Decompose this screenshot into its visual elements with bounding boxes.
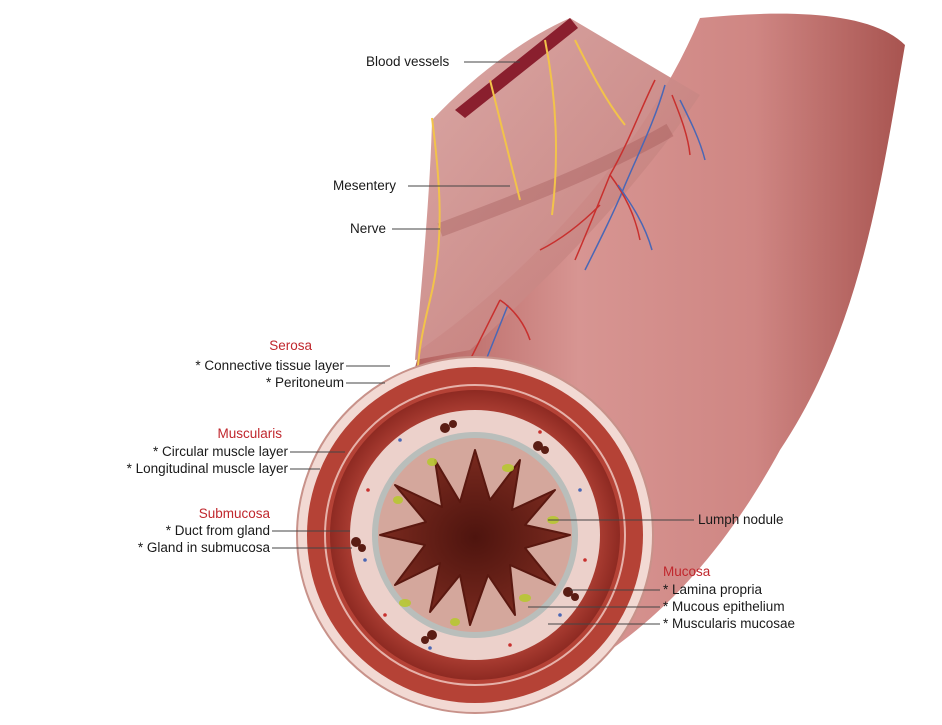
label-connective-tissue-layer: * Connective tissue layer (195, 358, 344, 373)
label-nerve: Nerve (350, 221, 386, 236)
label-lumph-nodule: Lumph nodule (698, 512, 784, 527)
label-gland-in-submucosa: * Gland in submucosa (138, 540, 271, 555)
label-mucous-epithelium: * Mucous epithelium (663, 599, 785, 614)
label-blood-vessels: Blood vessels (366, 54, 450, 69)
label-duct-from-gland: * Duct from gland (166, 523, 270, 538)
label-circular-muscle-layer: * Circular muscle layer (153, 444, 289, 459)
label-longitudinal-muscle-layer: * Longitudinal muscle layer (127, 461, 289, 476)
label-mesentery: Mesentery (333, 178, 396, 193)
label-muscularis-mucosae: * Muscularis mucosae (663, 616, 795, 631)
label-peritoneum: * Peritoneum (266, 375, 344, 390)
label-lamina-propria: * Lamina propria (663, 582, 763, 597)
header-submucosa: Submucosa (199, 506, 271, 521)
header-mucosa: Mucosa (663, 564, 711, 579)
header-muscularis: Muscularis (217, 426, 282, 441)
header-serosa: Serosa (269, 338, 312, 353)
